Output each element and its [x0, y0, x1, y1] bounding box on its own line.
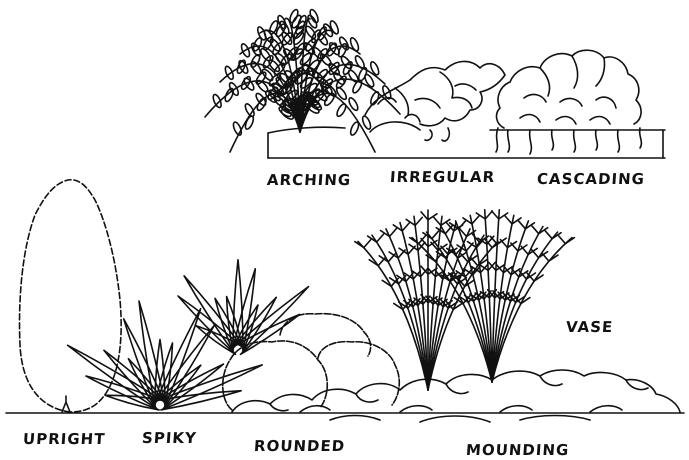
mounding-plant: [232, 370, 680, 422]
label-rounded: ROUNDED: [253, 437, 345, 455]
label-cascading: CASCADING: [536, 170, 645, 188]
label-spiky: SPIKY: [141, 429, 197, 447]
label-vase: VASE: [565, 318, 614, 336]
vase-plant: [355, 210, 575, 390]
spiky-plant: [68, 260, 309, 410]
cascading-plant: [496, 50, 641, 154]
label-irregular: IRREGULAR: [389, 168, 495, 186]
top-planter-wall: [268, 115, 665, 158]
label-arching: ARCHING: [266, 171, 351, 189]
label-upright: UPRIGHT: [22, 430, 106, 448]
upright-plant: [20, 180, 122, 412]
label-mounding: MOUNDING: [465, 441, 570, 459]
irregular-plant: [365, 61, 505, 141]
